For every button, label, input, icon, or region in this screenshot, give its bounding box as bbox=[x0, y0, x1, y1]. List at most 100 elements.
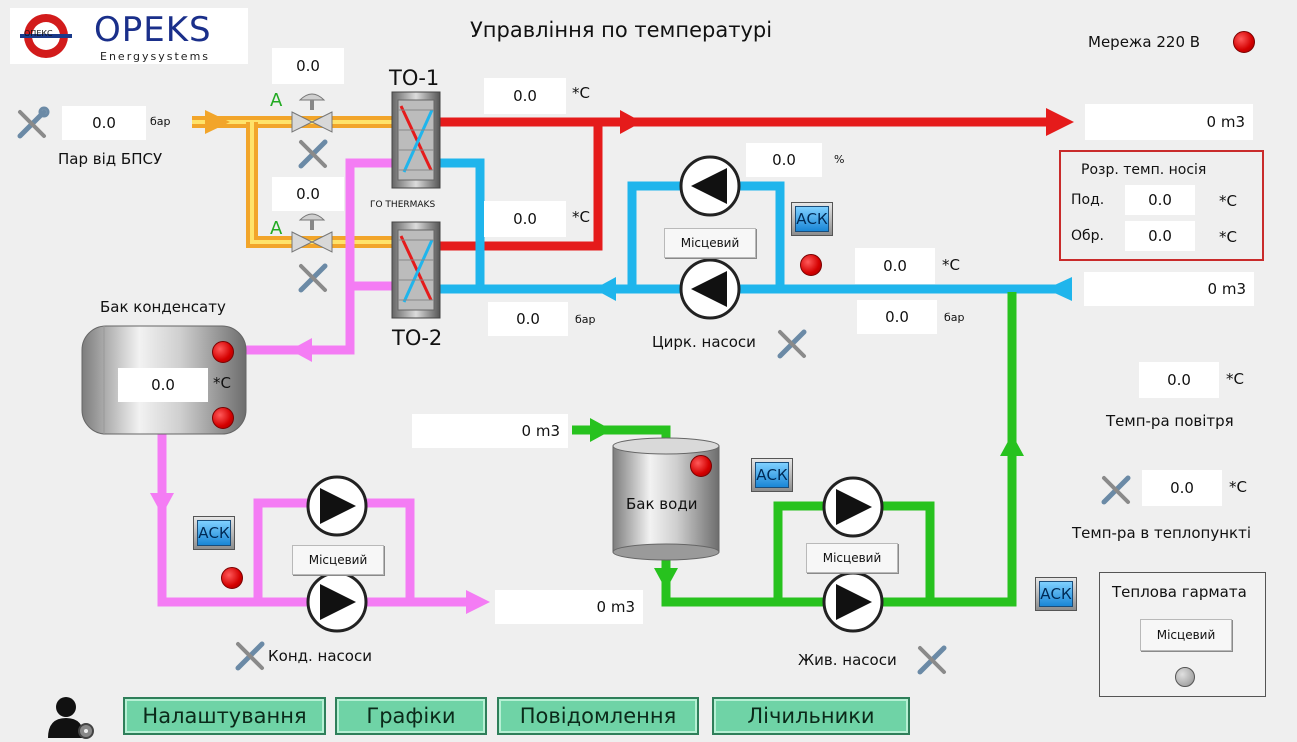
circ-pressure-right-unit: бар bbox=[944, 311, 965, 324]
heat-gun-panel: Теплова гармата Місцевий bbox=[1099, 572, 1266, 697]
circ-ack-label: АСК bbox=[795, 206, 829, 232]
steam-wrench-icon[interactable] bbox=[16, 106, 50, 140]
circ-percent-unit: % bbox=[834, 153, 845, 166]
valve-top-value: 0.0 bbox=[272, 48, 344, 84]
design-return-label: Обр. bbox=[1071, 228, 1104, 244]
to1-label: ТО-1 bbox=[389, 66, 440, 90]
valve-bottom-wrench-icon[interactable] bbox=[297, 260, 331, 294]
circ-ack-button[interactable]: АСК bbox=[791, 202, 833, 236]
station-temp-unit: *С bbox=[1229, 478, 1247, 496]
hot-arrow-2 bbox=[1046, 108, 1074, 136]
circ-percent-value: 0.0 bbox=[746, 143, 822, 177]
steam-pressure-unit: бар bbox=[150, 115, 171, 128]
cond-local-button[interactable]: Місцевий bbox=[292, 545, 384, 575]
logo: ОПЕКС OPEKS Energysystems bbox=[10, 8, 248, 64]
heat-gun-status-led bbox=[1175, 667, 1195, 687]
hot-flow-value: 0 m3 bbox=[1085, 104, 1253, 140]
steam-pressure-value: 0.0 bbox=[62, 106, 146, 140]
gun-local-button[interactable]: Місцевий bbox=[1140, 619, 1232, 651]
heat-gun-title: Теплова гармата bbox=[1112, 583, 1247, 601]
nav-messages-button[interactable]: Повідомлення bbox=[497, 697, 699, 735]
nav-counters-button[interactable]: Лічильники bbox=[712, 697, 910, 735]
valve-bottom-mode: A bbox=[270, 218, 283, 239]
circ-pump-top bbox=[679, 155, 741, 217]
cold-arrow-2 bbox=[594, 277, 616, 301]
to2-label: ТО-2 bbox=[392, 326, 443, 350]
logo-gear-icon bbox=[20, 14, 72, 58]
cond-ack-button[interactable]: АСК bbox=[193, 516, 235, 550]
hot-pipe bbox=[440, 117, 1050, 251]
cond-pump-bottom bbox=[306, 571, 368, 633]
steam-valve-top bbox=[291, 93, 333, 133]
steam-label: Пар від БПСУ bbox=[58, 150, 163, 168]
network-status-led bbox=[1233, 31, 1255, 53]
gun-ack-label: АСК bbox=[1039, 581, 1073, 607]
design-return-value: 0.0 bbox=[1125, 221, 1195, 251]
design-supply-value: 0.0 bbox=[1125, 185, 1195, 215]
circ-local-button[interactable]: Місцевий bbox=[664, 228, 756, 258]
design-temp-title: Розр. темп. носія bbox=[1081, 162, 1207, 178]
design-supply-unit: *С bbox=[1219, 192, 1237, 210]
feed-ack-label: АСК bbox=[755, 462, 789, 488]
feed-ack-button[interactable]: АСК bbox=[751, 458, 793, 492]
logo-text: OPEKS bbox=[94, 10, 212, 50]
condensate-low-led bbox=[212, 407, 234, 429]
circ-pressure-left-value: 0.0 bbox=[488, 302, 568, 336]
feed-pump-top bbox=[822, 476, 884, 538]
water-tank-label: Бак води bbox=[626, 495, 698, 513]
circ-pressure-left-unit: бар bbox=[575, 313, 596, 326]
circ-wrench-icon[interactable] bbox=[776, 326, 810, 360]
cond-pumps-label: Конд. насоси bbox=[268, 647, 372, 665]
air-temp-unit: *С bbox=[1226, 370, 1244, 388]
condensate-temp-value: 0.0 bbox=[118, 368, 208, 402]
feed-arrow-1 bbox=[590, 418, 612, 442]
circ-alarm-led bbox=[800, 254, 822, 276]
feed-arrow-2 bbox=[654, 568, 678, 590]
return-flow-value: 0 m3 bbox=[1084, 272, 1254, 306]
heat-exchanger-to1 bbox=[391, 91, 441, 189]
supply-temp-value: 0.0 bbox=[484, 78, 566, 114]
cond-wrench-icon[interactable] bbox=[234, 638, 268, 672]
air-temp-value: 0.0 bbox=[1139, 362, 1219, 398]
page-title: Управління по температурі bbox=[470, 18, 773, 42]
station-temp-label: Темп-ра в теплопункті bbox=[1072, 524, 1252, 542]
cond-arrow-1 bbox=[290, 338, 312, 362]
circ-pump-bottom bbox=[679, 258, 741, 320]
supply-temp-unit: *С bbox=[572, 84, 590, 102]
valve-top-mode: A bbox=[270, 90, 283, 111]
feed-wrench-icon[interactable] bbox=[916, 642, 950, 676]
nav-charts-button[interactable]: Графіки bbox=[335, 697, 487, 735]
feed-arrow-3 bbox=[1000, 434, 1024, 456]
exchanger-brand: ГО THERMAKS bbox=[370, 200, 436, 210]
feed-pumps-label: Жив. насоси bbox=[798, 651, 897, 669]
cond-arrow-2 bbox=[150, 493, 174, 515]
condensate-tank-label: Бак конденсату bbox=[100, 298, 226, 316]
steam-valve-bottom bbox=[291, 213, 333, 253]
cond-pump-top bbox=[306, 475, 368, 537]
air-temp-label: Темп-ра повітря bbox=[1106, 412, 1234, 430]
circ-return-temp-unit: *С bbox=[942, 256, 960, 274]
design-return-unit: *С bbox=[1219, 228, 1237, 246]
hot-arrow-1 bbox=[620, 110, 642, 134]
logo-badge: ОПЕКС bbox=[24, 29, 53, 38]
station-wrench-icon[interactable] bbox=[1100, 472, 1134, 506]
valve-top-wrench-icon[interactable] bbox=[297, 136, 331, 170]
gun-ack-button[interactable]: АСК bbox=[1035, 577, 1077, 611]
design-supply-label: Под. bbox=[1071, 192, 1105, 208]
nav-settings-button[interactable]: Налаштування bbox=[123, 697, 326, 735]
cond-flow-value: 0 m3 bbox=[495, 590, 643, 624]
feed-local-button[interactable]: Місцевий bbox=[806, 543, 898, 573]
user-gear-icon bbox=[48, 697, 94, 739]
return-temp-value: 0.0 bbox=[484, 201, 566, 237]
feed-pump-bottom bbox=[822, 571, 884, 633]
water-tank-led bbox=[690, 455, 712, 477]
design-temp-panel: Розр. темп. носія Под. 0.0 *С Обр. 0.0 *… bbox=[1059, 150, 1264, 261]
return-temp-unit: *С bbox=[572, 208, 590, 226]
circ-pressure-right-value: 0.0 bbox=[857, 300, 937, 334]
circ-pumps-label: Цирк. насоси bbox=[652, 333, 756, 351]
station-temp-value: 0.0 bbox=[1142, 470, 1222, 506]
logo-subtext: Energysystems bbox=[100, 50, 211, 63]
cond-arrow-3 bbox=[466, 590, 490, 614]
